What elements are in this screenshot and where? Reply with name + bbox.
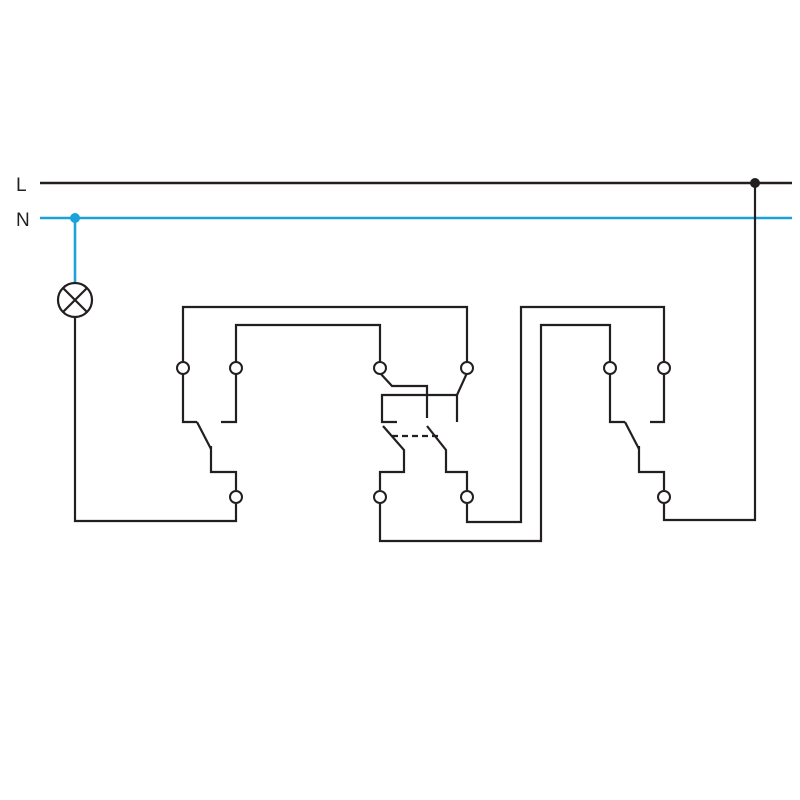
terminal	[603, 361, 617, 375]
terminal	[229, 490, 243, 504]
terminal	[229, 361, 243, 375]
terminal	[373, 490, 387, 504]
terminal	[176, 361, 190, 375]
traveller-wires-left	[181, 305, 469, 362]
neutral-junction-dot	[70, 213, 80, 223]
live-label: L	[16, 175, 27, 196]
live-conductor	[40, 178, 792, 522]
terminal	[460, 490, 474, 504]
terminal	[373, 361, 387, 375]
terminal	[657, 490, 671, 504]
neutral-label: N	[16, 210, 30, 231]
lamp-return-wire	[73, 317, 238, 523]
terminal	[657, 361, 671, 375]
intermediate-switch	[373, 361, 474, 504]
neutral-conductor	[40, 213, 792, 282]
two-way-switch-left	[176, 361, 243, 504]
traveller-wires-right	[378, 305, 666, 543]
lamp-icon	[56, 281, 94, 319]
two-way-switch-right	[603, 361, 671, 504]
terminal	[460, 361, 474, 375]
